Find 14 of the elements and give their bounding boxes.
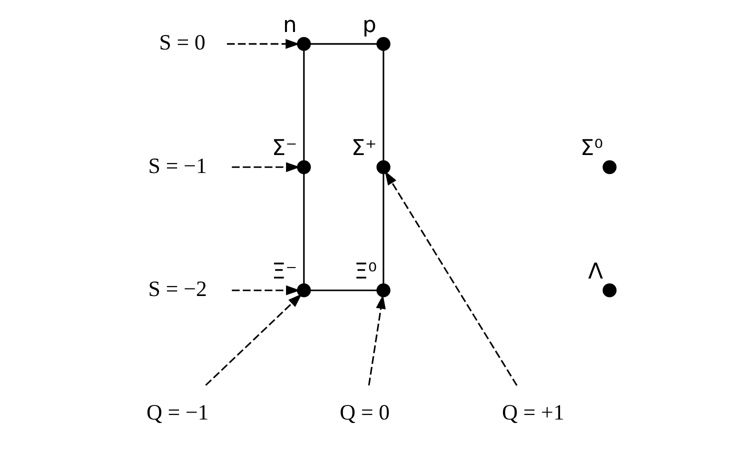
node-label: n <box>282 12 296 38</box>
node-label: Σ⁻ <box>271 136 297 162</box>
node-label: p <box>362 12 376 38</box>
node-text: S = −2 <box>148 277 206 302</box>
node-label: Σ⁰ <box>580 136 602 162</box>
node-text: S = 0 <box>158 30 205 55</box>
node-label: Ξ⁻ <box>271 259 297 284</box>
node-text: Q = −1 <box>146 400 208 424</box>
node-text: Q = +1 <box>502 400 564 424</box>
node-text: Q = 0 <box>339 400 390 424</box>
node-label: Σ⁺ <box>350 136 376 162</box>
node-label: Λ <box>588 259 603 284</box>
node-text: S = −1 <box>148 154 206 178</box>
node-label: Ξ⁰ <box>354 259 376 284</box>
